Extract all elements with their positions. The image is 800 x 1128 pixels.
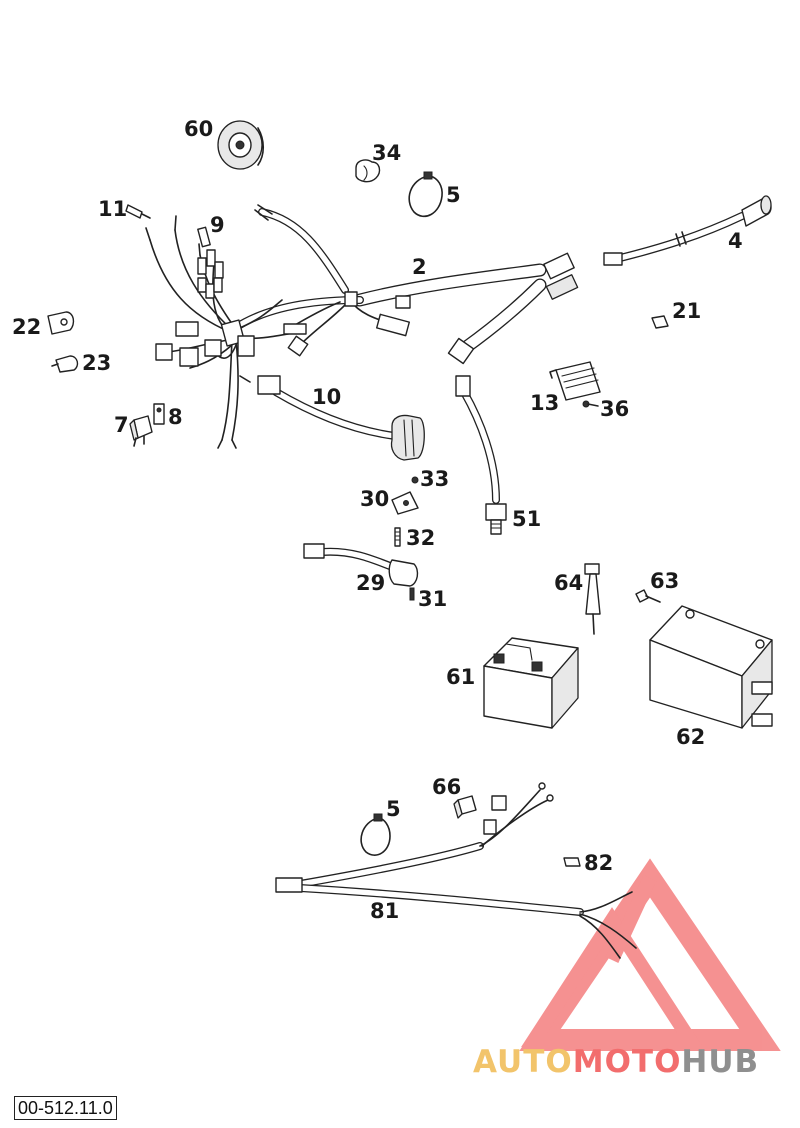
label-13: 13 — [530, 391, 559, 415]
label-34: 34 — [372, 141, 401, 165]
main-wiring-harness[interactable] — [145, 204, 579, 449]
part-7-relay[interactable] — [129, 415, 153, 447]
part-8-plate[interactable] — [153, 403, 165, 425]
part-5-cable-tie-top[interactable] — [408, 171, 443, 218]
label-64: 64 — [554, 571, 583, 595]
label-21: 21 — [672, 299, 701, 323]
brand-word-auto: AUTO — [473, 1044, 573, 1080]
part-82-clip[interactable] — [563, 857, 581, 867]
part-64-fuse-holder[interactable] — [584, 563, 601, 635]
label-30: 30 — [360, 487, 389, 511]
part-number-labels: 2 4 5 5 7 8 9 10 11 13 21 22 23 29 30 31… — [12, 117, 743, 923]
part-33-nut[interactable] — [411, 476, 419, 484]
part-60-disc[interactable] — [217, 120, 265, 170]
part-21-clip[interactable] — [651, 315, 669, 329]
label-8: 8 — [168, 405, 183, 429]
document-reference: 00-512.11.0 — [14, 1096, 117, 1120]
label-33: 33 — [420, 467, 449, 491]
label-61: 61 — [446, 665, 475, 689]
label-2: 2 — [412, 255, 427, 279]
part-5-cable-tie-bottom[interactable] — [360, 813, 391, 856]
part-10-coil-cable[interactable] — [239, 375, 425, 461]
label-7: 7 — [114, 413, 129, 437]
label-63: 63 — [650, 569, 679, 593]
label-9: 9 — [210, 213, 225, 237]
label-36: 36 — [600, 397, 629, 421]
label-31: 31 — [418, 587, 447, 611]
brand-word-moto: MOTO — [572, 1044, 682, 1080]
label-51: 51 — [512, 507, 541, 531]
label-62: 62 — [676, 725, 705, 749]
part-36-screw[interactable] — [582, 400, 599, 408]
part-62-battery-box[interactable] — [649, 605, 773, 729]
label-22: 22 — [12, 315, 41, 339]
label-82: 82 — [584, 851, 613, 875]
part-63-bolt[interactable] — [635, 589, 661, 603]
label-29: 29 — [356, 571, 385, 595]
label-60: 60 — [184, 117, 213, 141]
part-66-relay[interactable] — [453, 795, 477, 819]
part-9-connector[interactable] — [197, 226, 211, 248]
brand-word-hub: HUB — [681, 1044, 760, 1080]
label-10: 10 — [312, 385, 341, 409]
part-32-screw[interactable] — [394, 527, 401, 547]
part-31-screw[interactable] — [409, 587, 415, 601]
part-51-sensor[interactable] — [455, 375, 507, 535]
part-29-pickup[interactable] — [303, 543, 419, 587]
label-23: 23 — [82, 351, 111, 375]
brand-logo-mark — [519, 858, 781, 1051]
label-5-bottom: 5 — [386, 797, 401, 821]
part-23-clip[interactable] — [51, 355, 79, 373]
label-4: 4 — [728, 229, 743, 253]
part-30-bracket[interactable] — [391, 491, 419, 515]
label-11: 11 — [98, 197, 127, 221]
label-81: 81 — [370, 899, 399, 923]
label-5-top: 5 — [446, 183, 461, 207]
part-11-terminal[interactable] — [125, 204, 151, 219]
part-22-bracket[interactable] — [47, 311, 75, 335]
part-61-battery[interactable] — [483, 637, 579, 729]
label-66: 66 — [432, 775, 461, 799]
label-32: 32 — [406, 526, 435, 550]
part-34-grommet[interactable] — [355, 159, 381, 183]
brand-wordmark: AUTOMOTOHUB — [473, 1044, 759, 1080]
part-81-lower-harness[interactable] — [275, 782, 637, 959]
part-13-regulator[interactable] — [549, 361, 601, 401]
part-4-sensor-cable[interactable] — [603, 195, 772, 266]
